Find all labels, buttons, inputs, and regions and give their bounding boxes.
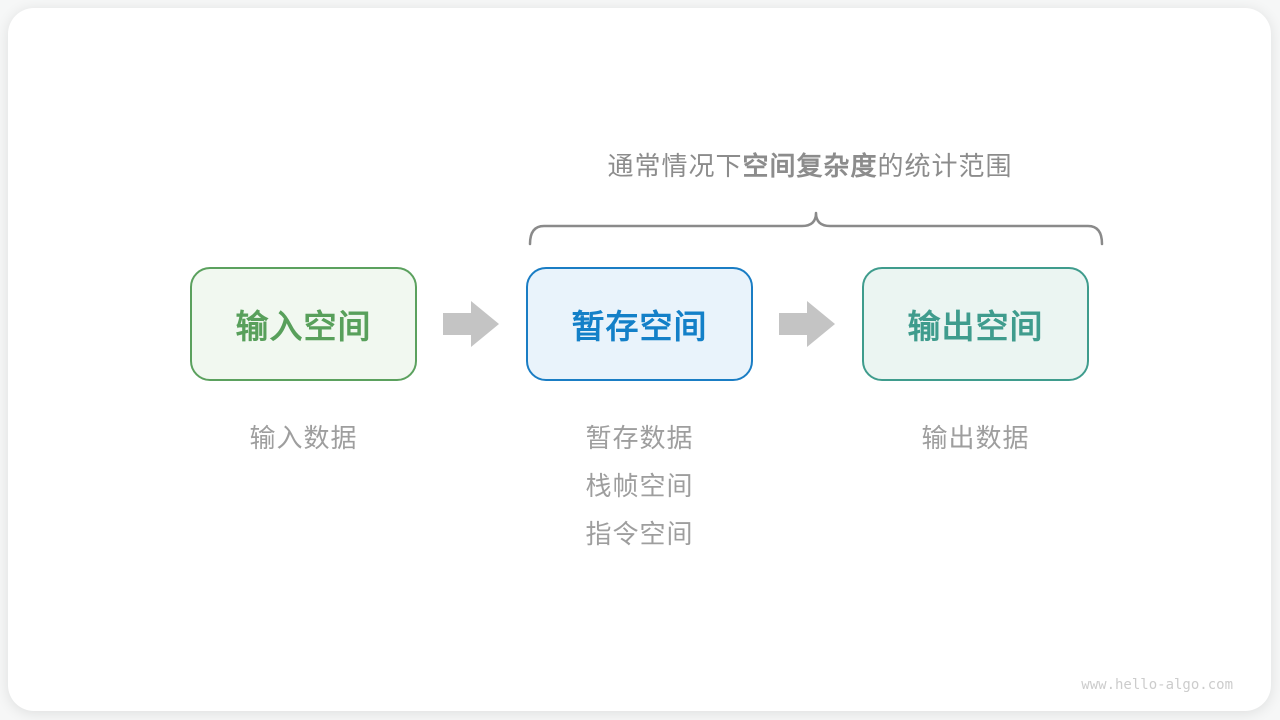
caption-bold-term: 空间复杂度 — [742, 151, 878, 181]
caption-suffix: 的统计范围 — [877, 151, 1013, 181]
note-output-space: 输出数据 — [862, 414, 1089, 462]
diagram-card: 通常情况下空间复杂度的统计范围 输入空间 暂存空间 输出空间 输入数据 暂存数据… — [8, 8, 1271, 711]
note-temp-space: 暂存数据 栈帧空间 指令空间 — [526, 414, 753, 558]
note-input-space: 输入数据 — [190, 414, 417, 462]
note-line: 指令空间 — [585, 519, 694, 549]
box-input-space-label: 输入空间 — [235, 308, 372, 345]
note-line: 暂存数据 — [585, 423, 694, 453]
box-input-space: 输入空间 — [190, 267, 417, 381]
arrow-right-icon — [443, 301, 499, 347]
arrow-right-icon — [779, 301, 835, 347]
note-line: 输出数据 — [921, 423, 1030, 453]
box-temp-space: 暂存空间 — [526, 267, 753, 381]
note-line: 输入数据 — [249, 423, 358, 453]
box-output-space-label: 输出空间 — [907, 308, 1044, 345]
box-temp-space-label: 暂存空间 — [571, 308, 708, 345]
watermark: www.hello-algo.com — [1081, 677, 1233, 693]
box-output-space: 输出空间 — [862, 267, 1089, 381]
scope-brace-icon — [528, 211, 1104, 246]
scope-caption: 通常情况下空间复杂度的统计范围 — [420, 146, 1200, 183]
note-line: 栈帧空间 — [585, 471, 694, 501]
caption-prefix: 通常情况下 — [607, 151, 743, 181]
